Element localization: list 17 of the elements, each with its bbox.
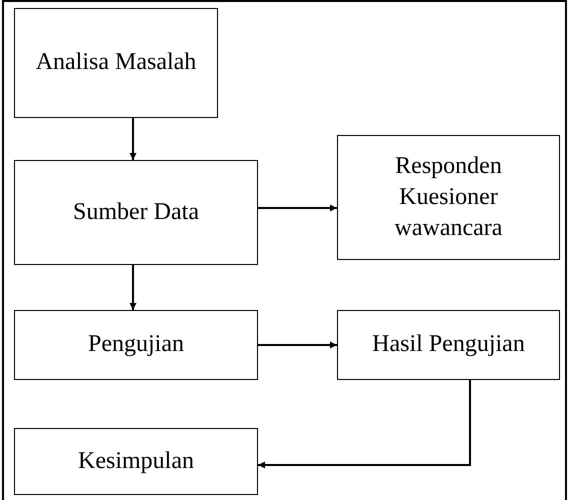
arrow: [130, 265, 136, 310]
process-box: [337, 310, 560, 380]
box-label: Analisa Masalah: [36, 48, 196, 78]
process-box: [14, 310, 258, 380]
process-box: [14, 8, 218, 118]
box-label: Hasil Pengujian: [372, 330, 525, 360]
process-box: [337, 135, 560, 260]
process-box: [14, 428, 258, 495]
arrow: [258, 342, 337, 348]
arrow: [258, 204, 337, 212]
process-box: [14, 160, 258, 265]
box-label: Pengujian: [88, 330, 184, 360]
box-label: Kesimpulan: [78, 446, 194, 476]
box-label: Responden Kuesioner wawancara: [394, 152, 504, 244]
box-label: Sumber Data: [73, 198, 199, 227]
arrow: [130, 118, 136, 160]
arrow: [258, 380, 471, 468]
